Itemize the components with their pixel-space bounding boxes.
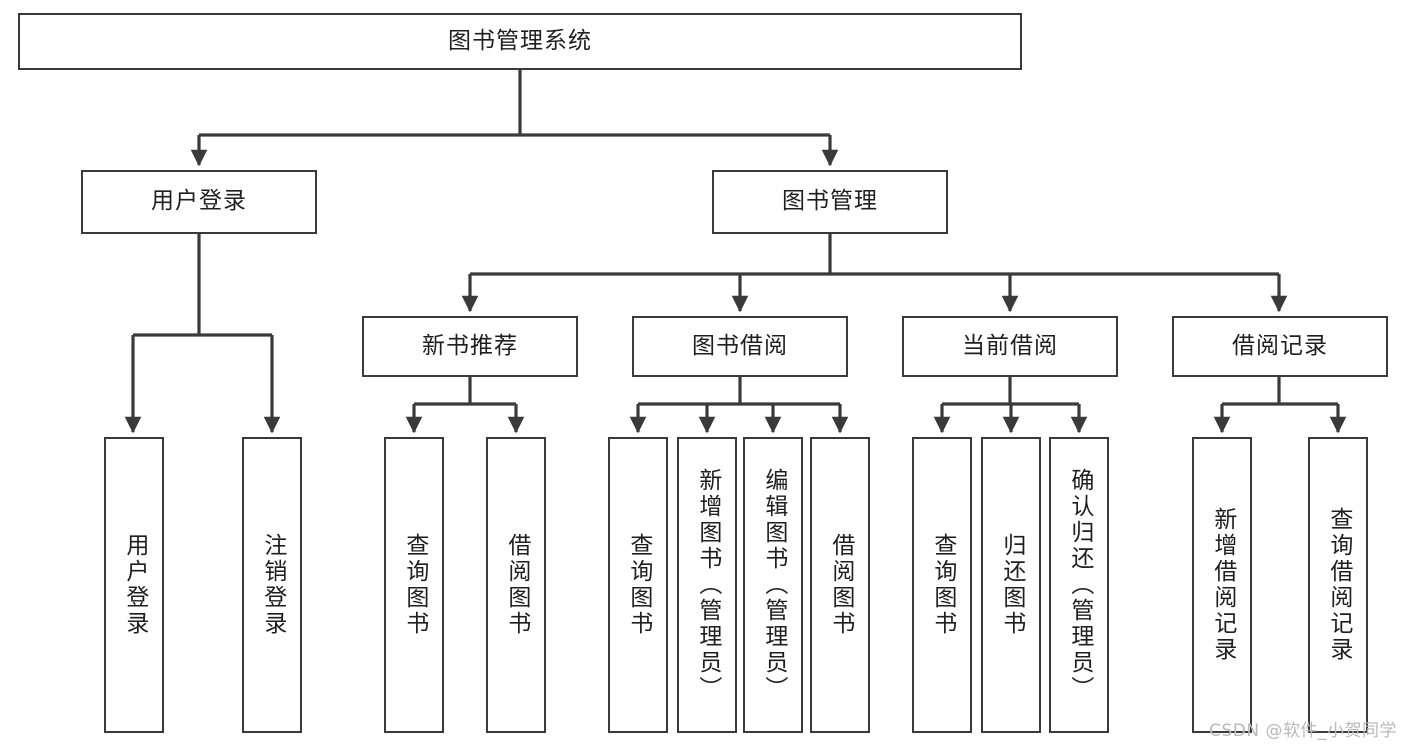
node-label: 新增图书（管理员） <box>694 468 721 702</box>
node-label: 借阅记录 <box>1232 332 1328 359</box>
node-borrow-record[interactable]: 借阅记录 <box>1172 316 1388 377</box>
node-label: 确认归还（管理员） <box>1066 468 1093 702</box>
node-label: 借阅图书 <box>827 533 854 637</box>
leaf-query-borrow-record[interactable]: 查询借阅记录 <box>1308 437 1368 733</box>
node-label: 查询图书 <box>401 533 428 637</box>
node-new-book-recommend[interactable]: 新书推荐 <box>362 316 578 377</box>
node-current-borrow[interactable]: 当前借阅 <box>902 316 1118 377</box>
node-label: 编辑图书（管理员） <box>760 468 787 702</box>
node-label: 查询图书 <box>929 533 956 637</box>
node-label: 注销登录 <box>259 533 286 637</box>
leaf-borrow-book-recommend[interactable]: 借阅图书 <box>486 437 546 733</box>
leaf-user-login[interactable]: 用户登录 <box>104 437 164 733</box>
node-label: 图书借阅 <box>692 332 788 359</box>
node-book-management[interactable]: 图书管理 <box>712 170 948 234</box>
node-label: 当前借阅 <box>962 332 1058 359</box>
node-label: 用户登录 <box>121 533 148 637</box>
node-label: 归还图书 <box>998 533 1025 637</box>
node-label: 查询借阅记录 <box>1325 507 1352 663</box>
node-root-system[interactable]: 图书管理系统 <box>18 13 1022 70</box>
leaf-return-book[interactable]: 归还图书 <box>981 437 1041 733</box>
node-label: 新书推荐 <box>422 332 518 359</box>
node-label: 图书管理 <box>782 188 878 215</box>
leaf-add-borrow-record[interactable]: 新增借阅记录 <box>1192 437 1252 733</box>
node-user-login[interactable]: 用户登录 <box>81 170 317 234</box>
leaf-add-book[interactable]: 新增图书（管理员） <box>677 437 737 733</box>
leaf-query-book-current[interactable]: 查询图书 <box>912 437 972 733</box>
leaf-edit-book[interactable]: 编辑图书（管理员） <box>743 437 803 733</box>
node-label: 查询图书 <box>625 533 652 637</box>
csdn-watermark: CSDN @软件_小贺同学 <box>1209 721 1397 741</box>
leaf-query-book-borrow[interactable]: 查询图书 <box>608 437 668 733</box>
node-label: 图书管理系统 <box>448 27 592 54</box>
leaf-logout-login[interactable]: 注销登录 <box>242 437 302 733</box>
node-label: 借阅图书 <box>503 533 530 637</box>
node-book-borrow[interactable]: 图书借阅 <box>632 316 848 377</box>
leaf-query-book-recommend[interactable]: 查询图书 <box>384 437 444 733</box>
leaf-confirm-return[interactable]: 确认归还（管理员） <box>1049 437 1109 733</box>
leaf-borrow-book[interactable]: 借阅图书 <box>810 437 870 733</box>
node-label: 用户登录 <box>151 188 247 215</box>
node-label: 新增借阅记录 <box>1209 507 1236 663</box>
